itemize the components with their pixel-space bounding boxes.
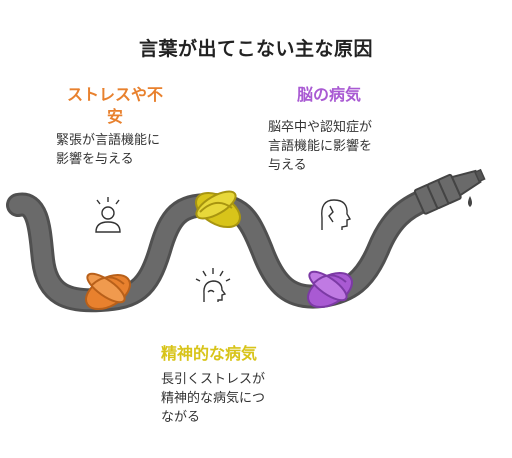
cause-mental-description: 長引くストレスが 精神的な病気につ ながる <box>161 370 301 427</box>
head-profile-icon <box>321 199 352 230</box>
mental-knot <box>195 190 241 229</box>
desc-line: 与える <box>268 158 307 173</box>
stressed-head-icon <box>195 268 231 302</box>
desc-line: 言語機能に影響を <box>268 139 373 154</box>
heading-line: 精神的な病気 <box>161 344 258 363</box>
heading-line: 脳の病気 <box>297 85 362 104</box>
cause-brain-heading: 脳の病気 <box>297 84 361 106</box>
cause-stress-description: 緊張が言語機能に 影響を与える <box>56 131 186 169</box>
desc-line: 影響を与える <box>56 152 134 167</box>
desc-line: 脳卒中や認知症が <box>268 120 373 135</box>
water-drop-icon <box>468 196 472 207</box>
cause-stress-heading: ストレスや不 安 <box>50 84 180 128</box>
stressed-person-icon <box>95 197 121 233</box>
page-title: 言葉が出てこない主な原因 <box>138 38 373 60</box>
cause-mental-heading: 精神的な病気 <box>161 343 257 365</box>
desc-line: 長引くストレスが <box>161 372 266 387</box>
brain-knot <box>307 270 353 309</box>
desc-line: ながる <box>161 410 201 425</box>
stress-knot <box>85 272 131 311</box>
hose-nozzle-icon <box>413 168 486 215</box>
desc-line: 緊張が言語機能に <box>56 133 161 148</box>
cause-brain-description: 脳卒中や認知症が 言語機能に影響を 与える <box>268 118 408 175</box>
heading-line: 安 <box>106 107 123 126</box>
desc-line: 精神的な病気につ <box>161 391 266 406</box>
heading-line: ストレスや不 <box>66 85 163 104</box>
